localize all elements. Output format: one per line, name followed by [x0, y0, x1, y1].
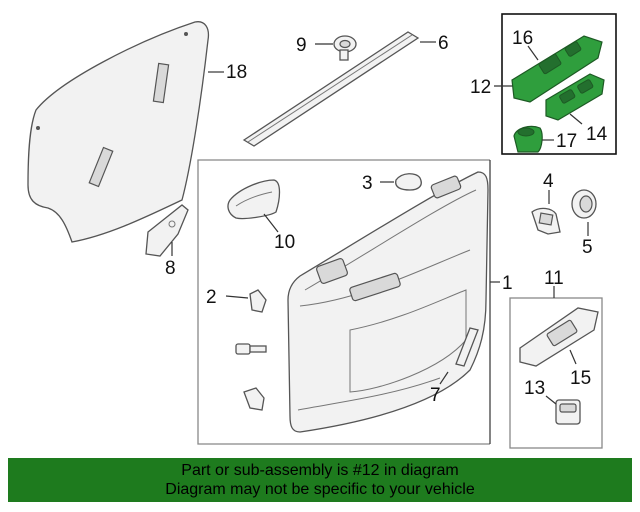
grommet-part-5[interactable]: [571, 189, 597, 236]
callout-5[interactable]: 5: [582, 237, 593, 258]
parts-diagram: 18 8 9 6 1 10 3: [27, 13, 617, 449]
callout-4[interactable]: 4: [543, 171, 554, 192]
callout-1[interactable]: 1: [502, 273, 513, 294]
reflector-part-7[interactable]: [439, 327, 479, 385]
fastener-clip[interactable]: [243, 387, 265, 411]
callout-12[interactable]: 12: [470, 77, 491, 98]
clip-part-3[interactable]: [380, 173, 422, 191]
callout-11[interactable]: 11: [544, 268, 564, 289]
callout-13[interactable]: 13: [524, 378, 545, 399]
mirror-bracket-part-8[interactable]: [145, 204, 189, 257]
callout-18[interactable]: 18: [226, 62, 247, 83]
banner-line-1: Part or sub-assembly is #12 in diagram: [181, 462, 459, 479]
switch-bezel-part-15[interactable]: [519, 307, 599, 367]
callout-8[interactable]: 8: [165, 258, 176, 279]
switch-group-frame: [509, 297, 603, 449]
bracket-part-4[interactable]: [531, 190, 561, 235]
fastener-bolt[interactable]: [235, 343, 267, 355]
weatherstrip-part-6[interactable]: [242, 31, 436, 147]
door-trim-panel-part-1[interactable]: [287, 171, 489, 433]
master-switch-part-16[interactable]: [511, 35, 603, 103]
callout-10[interactable]: 10: [274, 232, 295, 253]
banner-line-2: Diagram may not be specific to your vehi…: [165, 481, 475, 498]
window-switch-part-14[interactable]: [545, 73, 605, 125]
switch-assembly-frame: [501, 13, 617, 155]
callout-14[interactable]: 14: [586, 124, 608, 145]
door-trim-group-frame: [197, 159, 490, 445]
switch-module-part-13[interactable]: [545, 395, 581, 425]
callout-2[interactable]: 2: [206, 287, 217, 308]
callout-15[interactable]: 15: [570, 368, 591, 389]
callout-16[interactable]: 16: [512, 28, 533, 49]
callout-7[interactable]: 7: [430, 385, 441, 406]
callout-3[interactable]: 3: [362, 173, 373, 194]
callout-9[interactable]: 9: [296, 35, 307, 56]
screw-part-2[interactable]: [225, 289, 267, 313]
handle-cover-part-10[interactable]: [227, 179, 281, 233]
clip-part-9[interactable]: [315, 35, 357, 61]
door-glass-part-18[interactable]: [27, 21, 224, 243]
callout-17[interactable]: 17: [556, 131, 577, 152]
switch-knob-part-17[interactable]: [513, 125, 554, 153]
info-banner: Part or sub-assembly is #12 in diagram D…: [8, 458, 632, 502]
callout-6[interactable]: 6: [438, 33, 449, 54]
